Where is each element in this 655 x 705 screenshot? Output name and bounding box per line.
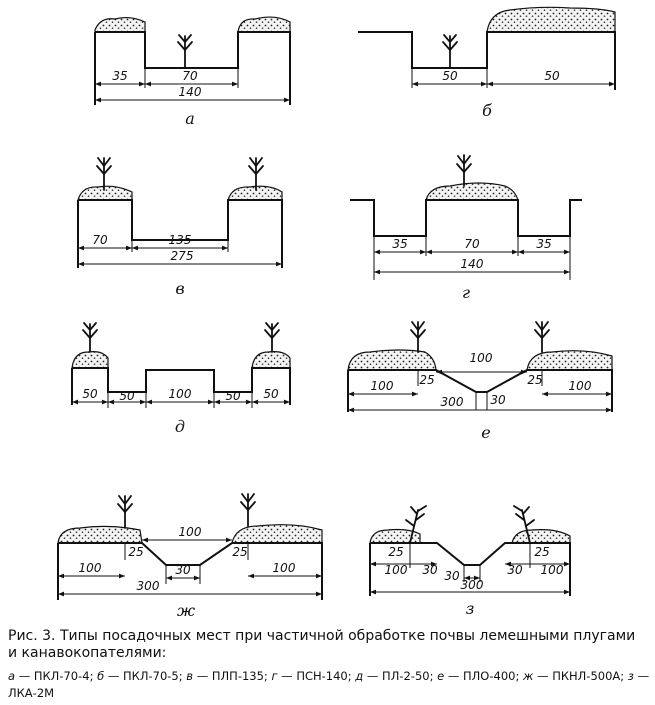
dim-label: 70 — [464, 237, 480, 251]
dim-label: 30 — [175, 563, 191, 577]
legend-item: е — ПЛО-400; — [437, 669, 520, 683]
panel-v: 70 135 275 в — [77, 157, 283, 298]
panel-letter: д — [175, 417, 185, 436]
panel-d: 50 50 100 50 50 д — [71, 322, 291, 436]
dim-label: 50 — [225, 389, 241, 403]
dim-label: 300 — [461, 578, 484, 592]
dim-label: 100 — [273, 561, 296, 575]
panel-letter: з — [466, 599, 475, 618]
dim-label: 25 — [527, 373, 542, 387]
dim-label: 100 — [169, 387, 192, 401]
dim-label: 35 — [392, 237, 407, 251]
figure-caption: Рис. 3. Типы посадочных мест при частичн… — [8, 628, 636, 661]
panel-letter: б — [482, 101, 492, 120]
legend-item: б — ПКЛ-70-5; — [97, 669, 183, 683]
dim-label: 25 — [419, 373, 434, 387]
dim-label: 300 — [137, 579, 160, 593]
panel-e: 100 25 25 100 300 30 100 е — [347, 321, 613, 442]
dim-label: 30 — [507, 563, 523, 577]
dim-label: 30 — [490, 393, 506, 407]
legend-item: д — ПЛ-2-50; — [355, 669, 434, 683]
dim-label: 50 — [82, 387, 98, 401]
dim-label: 300 — [441, 395, 464, 409]
dim-label: 30 — [444, 569, 460, 583]
panel-g: 35 70 35 140 г — [350, 154, 582, 302]
panel-z: 25 25 100 30 30 100 30 300 з — [369, 505, 571, 618]
legend-item: г — ПСН-140; — [271, 669, 352, 683]
legend-item: а — ПКЛ-70-4; — [8, 669, 94, 683]
panel-zh: 100 25 25 100 300 30 100 ж — [57, 493, 323, 620]
dim-label: 100 — [385, 563, 408, 577]
panel-letter: в — [175, 279, 184, 298]
panel-a: 35 70 140 а — [94, 16, 291, 128]
dim-label: 100 — [470, 351, 493, 365]
dim-label: 100 — [569, 379, 592, 393]
dim-label: 50 — [119, 389, 135, 403]
planting-sites-figure: 35 70 140 а 50 50 б — [57, 6, 616, 620]
dim-label: 25 — [128, 545, 143, 559]
dim-label: 70 — [182, 69, 198, 83]
dim-label: 140 — [461, 257, 484, 271]
dim-label: 25 — [388, 545, 403, 559]
panel-letter: е — [481, 423, 490, 442]
dim-label: 50 — [263, 387, 279, 401]
dim-label: 140 — [179, 85, 202, 99]
dim-label: 25 — [534, 545, 549, 559]
dim-label: 30 — [422, 563, 438, 577]
dim-label: 100 — [541, 563, 564, 577]
legend-item: в — ПЛП-135; — [186, 669, 268, 683]
panel-letter: ж — [177, 601, 196, 620]
dim-label: 135 — [169, 233, 192, 247]
dim-label: 70 — [92, 233, 108, 247]
dim-label: 100 — [179, 525, 202, 539]
legend-item: з — ЛКА-2М — [8, 669, 650, 700]
dim-label: 35 — [536, 237, 551, 251]
dim-label: 275 — [171, 249, 194, 263]
dim-label: 35 — [112, 69, 127, 83]
panel-letter: г — [462, 283, 470, 302]
panel-b: 50 50 б — [358, 6, 616, 120]
dim-label: 25 — [232, 545, 247, 559]
dim-label: 100 — [371, 379, 394, 393]
dim-label: 100 — [79, 561, 102, 575]
legend-item: ж — ПКНЛ-500А; — [523, 669, 625, 683]
dim-label: 50 — [442, 69, 458, 83]
dim-label: 50 — [544, 69, 560, 83]
panel-letter: а — [185, 109, 195, 128]
figure-legend: а — ПКЛ-70-4; б — ПКЛ-70-5; в — ПЛП-135;… — [8, 668, 653, 702]
